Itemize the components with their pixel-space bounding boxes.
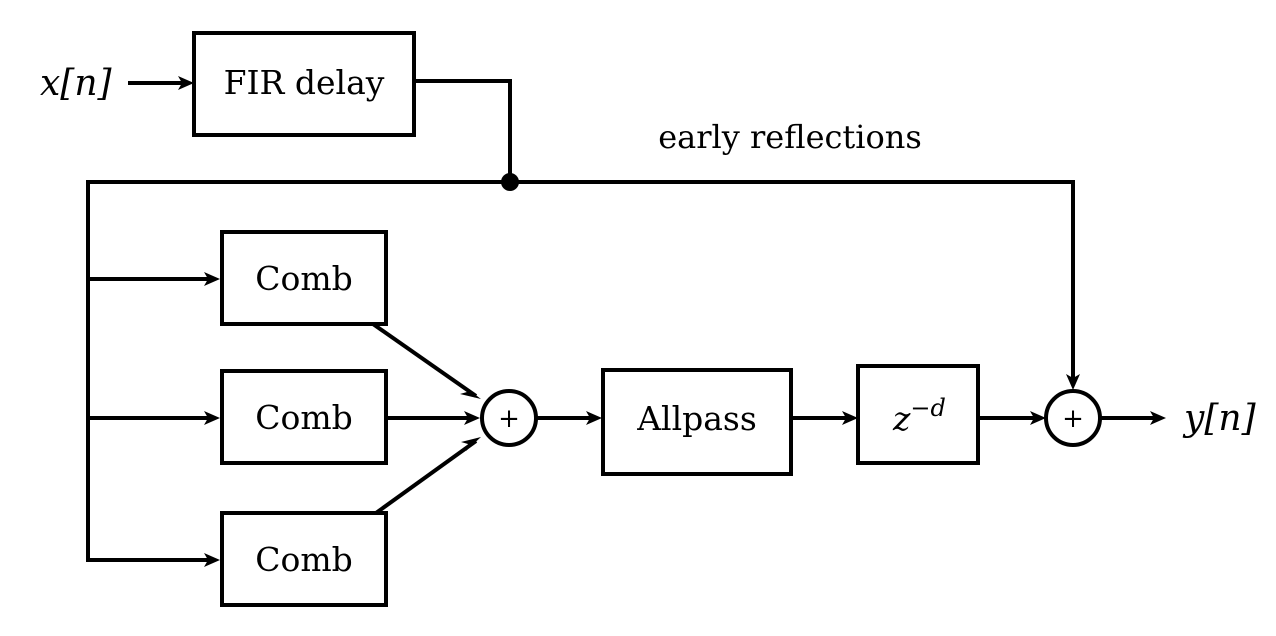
comb-feed-arrow-1 [88, 272, 220, 286]
delay-exponent: −d [910, 394, 945, 422]
fir-output-wire [414, 79, 512, 182]
delay-base: z [892, 399, 911, 438]
output-summer: + [1044, 389, 1102, 447]
fir-delay-label: FIR delay [224, 63, 385, 102]
comb-summer: + [480, 389, 538, 447]
comb-feed-arrow-2 [88, 411, 220, 425]
sum-to-allpass-arrow [536, 411, 602, 425]
comb-block-2: Comb [220, 369, 388, 465]
comb-3-label: Comb [255, 540, 353, 579]
delay-label: z−d [892, 394, 946, 438]
output-summer-symbol: + [1062, 404, 1084, 434]
comb-block-3: Comb [220, 511, 388, 607]
comb-feed-arrow-3 [88, 553, 220, 567]
comb-2-to-sum-arrow [386, 411, 480, 425]
allpass-to-delay-arrow [791, 411, 858, 425]
input-label: x[n] [40, 63, 113, 104]
delay-block: z−d [856, 364, 980, 465]
delay-to-sum-arrow [978, 411, 1046, 425]
fir-delay-block: FIR delay [192, 31, 416, 137]
comb-1-to-sum-arrow [371, 322, 481, 399]
input-arrow [128, 76, 194, 90]
comb-3-to-sum-arrow [374, 437, 481, 515]
comb-summer-symbol: + [498, 404, 520, 434]
comb-1-label: Comb [255, 259, 353, 298]
allpass-block: Allpass [601, 368, 793, 476]
output-arrow [1100, 411, 1166, 425]
allpass-label: Allpass [636, 399, 757, 438]
comb-2-label: Comb [255, 398, 353, 437]
early-reflections-label: early reflections [658, 118, 922, 156]
early-reflections-arrow [1066, 180, 1080, 390]
output-label: y[n] [1182, 398, 1257, 439]
junction-dot [501, 173, 519, 191]
comb-block-1: Comb [220, 230, 388, 326]
